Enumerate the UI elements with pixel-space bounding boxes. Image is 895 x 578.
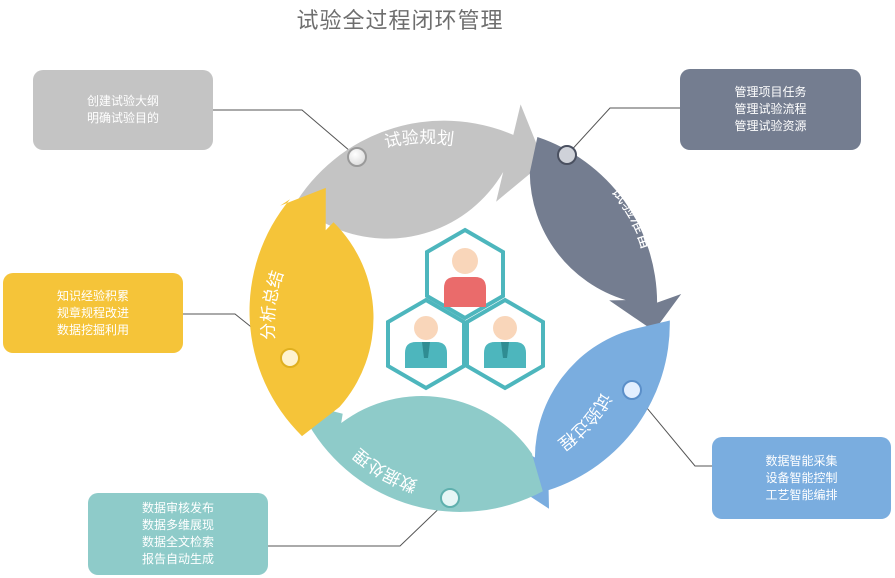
box-data-line: 报告自动生成 <box>141 552 214 566</box>
segment-process <box>506 320 670 509</box>
segment-preparation <box>529 137 682 331</box>
connector-lines <box>183 107 712 547</box>
dot-preparation <box>557 145 577 165</box>
box-process-line: 设备智能控制 <box>765 470 838 485</box>
hexagon-right <box>465 297 545 391</box>
box-data-line: 数据审核发布 <box>141 501 214 515</box>
cycle-ring <box>249 104 682 512</box>
box-planning-line: 创建试验大纲 <box>86 94 159 108</box>
box-preparation-line: 管理试验流程 <box>734 102 807 116</box>
box-preparation-line: 管理试验资源 <box>734 119 807 133</box>
dot-data <box>440 488 460 508</box>
box-process: 数据智能采集 设备智能控制 工艺智能编排 <box>712 437 891 519</box>
segment-planning <box>292 104 544 239</box>
box-planning: 创建试验大纲 明确试验目的 <box>33 70 213 150</box>
hexagon-left <box>386 297 466 391</box>
dot-process <box>622 380 642 400</box>
box-data: 数据审核发布 数据多维展现 数据全文检索 报告自动生成 <box>88 493 268 575</box>
diagram-title: 试验全过程闭环管理 <box>296 9 504 34</box>
connector-planning <box>213 109 358 158</box>
connector-data <box>268 497 451 547</box>
segment-data <box>306 396 543 512</box>
ring-dots <box>280 145 642 508</box>
box-preparation: 管理项目任务 管理试验流程 管理试验资源 <box>680 69 861 150</box>
dot-planning <box>347 147 367 167</box>
segment-summary <box>249 187 374 437</box>
box-process-line: 工艺智能编排 <box>765 487 838 502</box>
box-summary-line: 知识经验积累 <box>56 288 129 303</box>
box-summary-line: 数据挖掘利用 <box>56 322 129 337</box>
hexagon-top <box>425 227 505 321</box>
box-preparation-line: 管理项目任务 <box>734 85 807 99</box>
dot-summary <box>280 348 300 368</box>
box-planning-line: 明确试验目的 <box>86 111 159 125</box>
box-process-line: 数据智能采集 <box>765 453 838 468</box>
box-summary: 知识经验积累 规章规程改进 数据挖掘利用 <box>3 273 183 353</box>
connector-preparation <box>566 107 680 156</box>
box-data-line: 数据全文检索 <box>141 535 214 549</box>
box-data-line: 数据多维展现 <box>141 518 214 532</box>
team-hexagon-icon <box>386 227 545 391</box>
box-summary-line: 规章规程改进 <box>56 305 129 320</box>
connector-process <box>631 389 712 467</box>
